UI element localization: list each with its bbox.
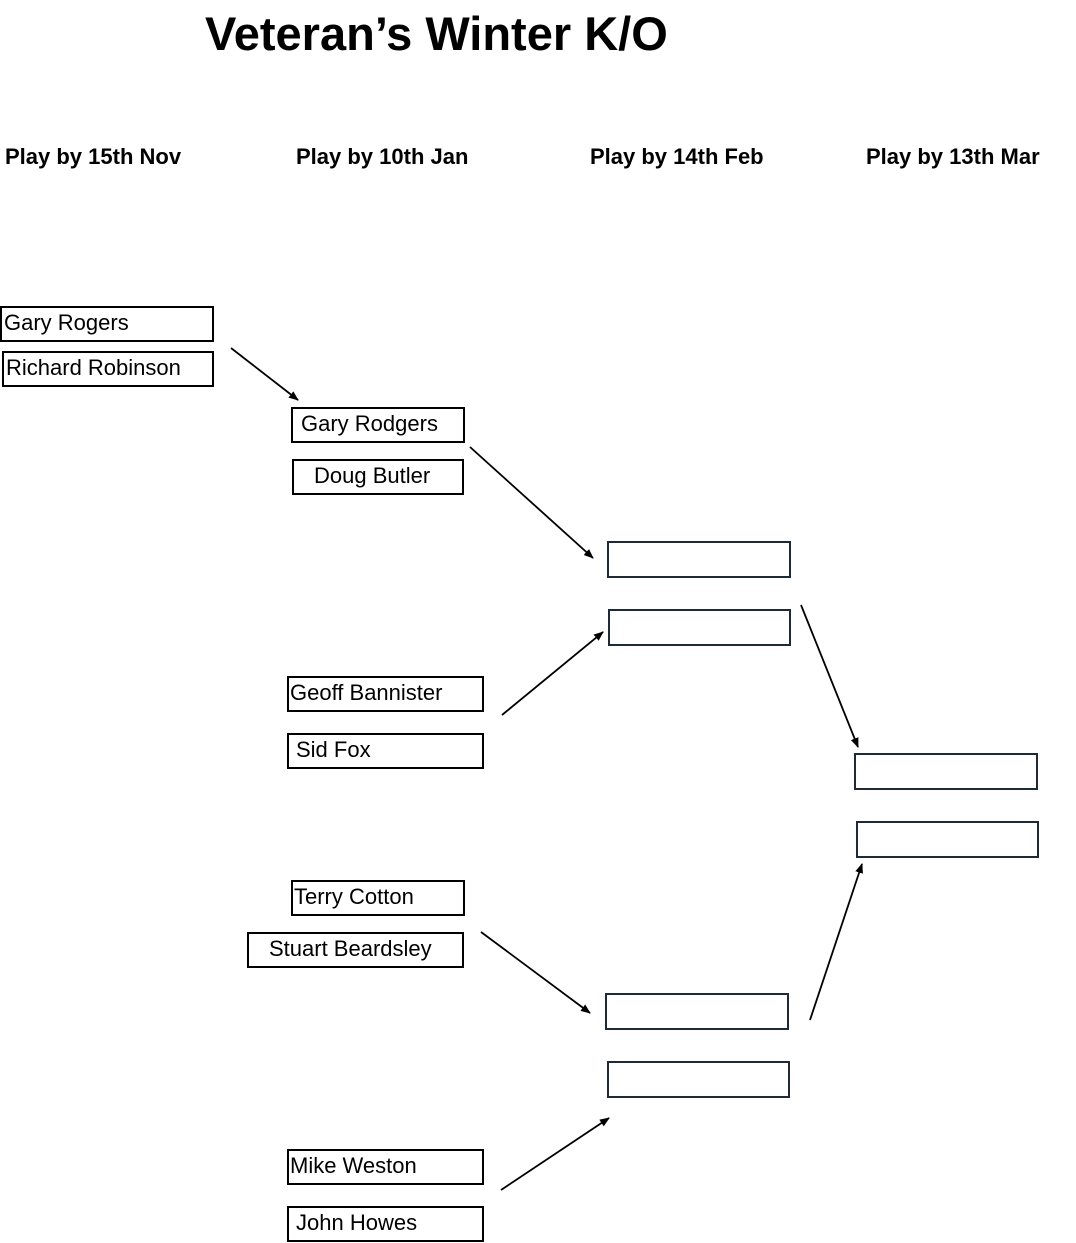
player-box-r2-6: Stuart Beardsley: [247, 932, 464, 968]
player-box-r4-1: [854, 753, 1038, 790]
round-4-header: Play by 13th Mar: [866, 144, 1040, 169]
player-box-r1-2: Richard Robinson: [2, 351, 214, 387]
arrow-r1-to-r2: [230, 347, 299, 401]
player-box-r2-7: Mike Weston: [287, 1149, 484, 1185]
bracket-title: Veteran’s Winter K/O: [205, 7, 668, 60]
arrow-r3b-to-r4: [809, 863, 863, 1021]
player-box-r2-2: Doug Butler: [292, 459, 464, 495]
player-box-r2-4: Sid Fox: [287, 733, 484, 769]
player-box-r3-3: [605, 993, 789, 1030]
player-box-r2-5: Terry Cotton: [291, 880, 465, 916]
player-box-r2-8: John Howes: [287, 1206, 484, 1242]
player-box-r3-2: [608, 609, 791, 646]
round-3-header: Play by 14th Feb: [590, 144, 764, 169]
player-box-r3-1: [607, 541, 791, 578]
round-1-header: Play by 15th Nov: [5, 144, 182, 169]
arrow-r2d-to-r3: [500, 1117, 610, 1191]
arrow-r3a-to-r4: [800, 604, 859, 748]
round-2-header: Play by 10th Jan: [296, 144, 469, 169]
arrow-r2c-to-r3: [480, 931, 591, 1014]
player-box-r1-1: Gary Rogers: [0, 306, 214, 342]
player-box-r2-3: Geoff Bannister: [287, 676, 484, 712]
arrow-r2a-to-r3: [469, 446, 594, 559]
player-box-r3-4: [607, 1061, 790, 1098]
player-box-r2-1: Gary Rodgers: [291, 407, 465, 443]
player-box-r4-2: [856, 821, 1039, 858]
arrow-r2b-to-r3: [501, 631, 604, 716]
